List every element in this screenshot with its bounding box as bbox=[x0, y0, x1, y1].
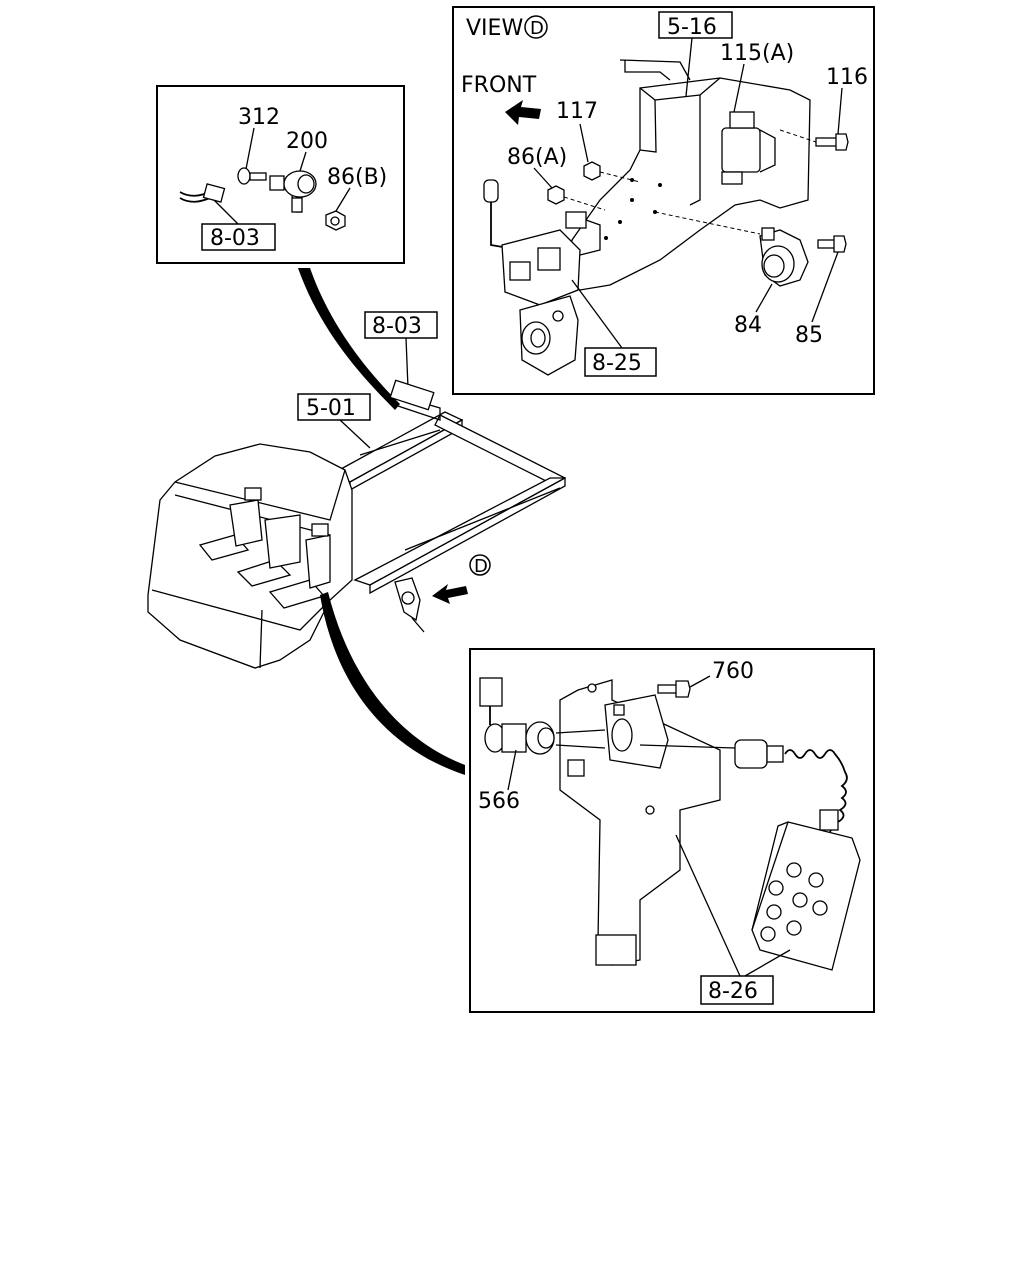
ref-box-8-26 bbox=[700, 975, 774, 1005]
ref-label-8-26: 8-26 bbox=[708, 979, 758, 1004]
part-label-312: 312 bbox=[238, 105, 280, 130]
ref-box-5-01 bbox=[297, 393, 371, 421]
view-label: VIEW bbox=[466, 16, 523, 41]
part-label-200: 200 bbox=[286, 129, 328, 154]
part-label-86a: 86(A) bbox=[507, 145, 567, 170]
part-label-760: 760 bbox=[712, 659, 754, 684]
detail-box-view-d: VIEW D FRONT bbox=[452, 6, 875, 395]
bolt-116 bbox=[815, 133, 849, 151]
view-d-arrow-icon bbox=[432, 584, 468, 604]
part-label-566: 566 bbox=[478, 789, 520, 814]
part-label-116: 116 bbox=[826, 65, 868, 90]
ref-label-8-03-b: 8-03 bbox=[372, 314, 422, 339]
ref-label-5-16: 5-16 bbox=[667, 15, 717, 40]
callout-curve-bottom bbox=[320, 592, 465, 775]
front-arrow-icon bbox=[505, 100, 541, 125]
sensor-84 bbox=[759, 227, 809, 287]
callout-curve-top bbox=[298, 268, 400, 410]
front-label: FRONT bbox=[461, 73, 537, 98]
nut-117 bbox=[583, 161, 601, 181]
part-label-115a: 115(A) bbox=[720, 41, 794, 66]
part-label-85: 85 bbox=[795, 323, 823, 348]
part-label-84: 84 bbox=[734, 313, 762, 338]
ref-box-8-25 bbox=[584, 347, 657, 377]
ref-box-5-16 bbox=[658, 11, 733, 39]
harness-assembly bbox=[483, 179, 601, 376]
ref-label-5-01: 5-01 bbox=[306, 396, 356, 421]
bolt-85 bbox=[817, 235, 847, 253]
bolt-312 bbox=[237, 167, 267, 185]
view-letter: D bbox=[530, 18, 544, 39]
nut-86a bbox=[547, 185, 565, 205]
ref-label-8-03-a: 8-03 bbox=[210, 226, 260, 251]
ref-box-8-03-b bbox=[364, 311, 438, 339]
arrow-letter: D bbox=[474, 556, 488, 577]
arrow-letter-circle bbox=[469, 554, 491, 576]
truck-chassis: 8-03 5-01 D bbox=[147, 311, 566, 669]
detail-box-remote: 760 566 bbox=[469, 648, 875, 1013]
connector-566 bbox=[479, 677, 555, 755]
detail-box-sensor: 312 200 86(B) 8-03 bbox=[156, 85, 405, 264]
ref-label-8-25: 8-25 bbox=[592, 351, 642, 376]
view-letter-circle bbox=[524, 15, 548, 39]
part-label-117: 117 bbox=[556, 99, 598, 124]
nut-86b bbox=[325, 210, 346, 231]
relay-115a bbox=[721, 111, 776, 185]
ref-box-8-03-a bbox=[201, 223, 276, 251]
part-label-86b: 86(B) bbox=[327, 165, 387, 190]
remote-pendant bbox=[751, 809, 861, 971]
bolt-760 bbox=[657, 680, 691, 698]
